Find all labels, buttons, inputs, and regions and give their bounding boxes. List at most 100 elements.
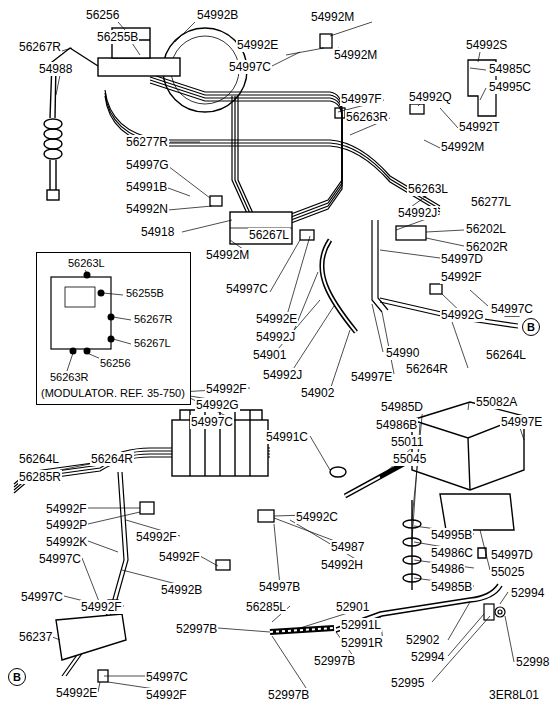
- callout-number: 54992E: [255, 312, 298, 326]
- callout-number: 54995B: [430, 528, 473, 542]
- port-label: 56263R: [49, 371, 90, 384]
- callout-number: 3ER8L01: [488, 688, 540, 702]
- callout-number: 54992G: [195, 398, 240, 412]
- callout-number: 54991C: [265, 430, 309, 444]
- callout-number: 54986B: [375, 418, 418, 432]
- callout-number: 54988: [38, 62, 73, 76]
- callout-number: 56255B: [96, 30, 139, 44]
- callout-number: 54990: [385, 346, 420, 360]
- callout-number: 54992B: [160, 583, 203, 597]
- port-label: 56267R: [133, 313, 174, 326]
- callout-number: 54985B: [430, 580, 473, 594]
- callout-number: 54992P: [45, 518, 88, 532]
- callout-number: 54997E: [350, 370, 393, 384]
- callout-number: 56237: [18, 630, 53, 644]
- leader-lines: [50, 22, 524, 694]
- callout-number: 54902: [300, 386, 335, 400]
- callout-number: 54997F: [340, 92, 383, 106]
- callout-number: 54992M: [333, 48, 378, 62]
- callout-number: 54997C: [490, 302, 534, 316]
- callout-number: 52901: [335, 600, 370, 614]
- callout-number: 54991B: [125, 180, 168, 194]
- brake-tube-bundle: [14, 74, 518, 676]
- callout-number: 54997E: [500, 415, 543, 429]
- callout-number: 52991R: [340, 636, 384, 650]
- center-hose: [322, 220, 388, 332]
- callout-number: 54901: [252, 348, 287, 362]
- callout-number: 54992E: [236, 38, 279, 52]
- callout-number: 56263R: [345, 110, 389, 124]
- callout-number: 56267R: [18, 40, 62, 54]
- callout-number: 54985C: [488, 62, 532, 76]
- callout-number: 56264R: [405, 362, 449, 376]
- port-label: 56255B: [125, 287, 165, 300]
- callout-number: 54992Q: [408, 90, 453, 104]
- callout-number: 54995C: [488, 80, 532, 94]
- callout-number: 54992B: [196, 8, 239, 22]
- connection-marker: B: [522, 318, 540, 336]
- port-label: 56263L: [67, 257, 106, 270]
- callout-number: 54992E: [55, 686, 98, 700]
- callout-number: 54992F: [440, 270, 483, 284]
- callout-number: 55011: [390, 435, 424, 449]
- callout-number: 54992F: [158, 550, 201, 564]
- callout-number: 52902: [405, 633, 440, 647]
- callout-number: 54987: [330, 540, 365, 554]
- callout-number: 54997G: [125, 158, 170, 172]
- callout-number: 54997D: [490, 548, 534, 562]
- callout-number: 56264L: [485, 348, 527, 362]
- callout-number: 54992C: [295, 510, 339, 524]
- callout-number: 54985D: [380, 400, 424, 414]
- callout-number: 54997B: [258, 580, 301, 594]
- callout-number: 56256: [85, 8, 120, 22]
- callout-number: 52994: [410, 650, 445, 664]
- callout-number: 54992G: [440, 308, 485, 322]
- callout-number: 54997D: [440, 252, 484, 266]
- callout-number: 55025: [490, 565, 525, 579]
- callout-number: 54986: [430, 562, 465, 576]
- modulator: [230, 212, 292, 244]
- callout-number: 54992J: [397, 206, 438, 220]
- callout-number: 54992M: [310, 10, 355, 24]
- callout-number: 56202L: [465, 222, 507, 236]
- callout-number: 52998: [515, 655, 550, 669]
- callout-number: 56264L: [18, 452, 60, 466]
- port-label: 56267L: [133, 337, 172, 350]
- callout-number: 54992K: [45, 535, 88, 549]
- callout-number: 52997B: [313, 654, 356, 668]
- callout-number: 56264R: [90, 452, 134, 466]
- callout-number: 55045: [392, 452, 427, 466]
- port-label: 56256: [99, 357, 132, 370]
- callout-number: 54997C: [20, 590, 64, 604]
- callout-number: 54992M: [205, 248, 250, 262]
- callout-number: 54997C: [38, 552, 82, 566]
- callout-number: 56263L: [407, 182, 449, 196]
- callout-number: 56277L: [470, 195, 512, 209]
- callout-number: 52991L: [340, 618, 382, 632]
- callout-number: 54997C: [228, 60, 272, 74]
- callout-number: 54997C: [225, 282, 269, 296]
- callout-number: 52995: [390, 676, 425, 690]
- callout-number: 56277R: [125, 135, 169, 149]
- connection-marker: B: [8, 668, 26, 686]
- callout-number: 54997C: [145, 670, 189, 684]
- callout-number: 52997B: [267, 688, 310, 702]
- callout-number: 52997B: [175, 622, 218, 636]
- callout-number: 54992H: [320, 558, 364, 572]
- callout-number: 54992N: [125, 202, 169, 216]
- callout-number: 54986C: [430, 546, 474, 560]
- callout-number: 54992S: [465, 38, 508, 52]
- modulator-inset-box: 56263L 56255B 56267R 56267L56256 56263R (MODU…: [36, 252, 191, 405]
- callout-number: 54992F: [80, 600, 123, 614]
- marker-letter: B: [13, 671, 21, 683]
- callout-number: 54992J: [262, 368, 303, 382]
- marker-letter: B: [527, 321, 535, 333]
- callout-number: 54918: [140, 225, 175, 239]
- callout-number: 54992F: [45, 502, 88, 516]
- callout-number: 54992T: [458, 120, 501, 134]
- callout-number: 54997C: [190, 415, 234, 429]
- callout-number: 54992F: [135, 530, 178, 544]
- callout-number: 54992F: [205, 382, 248, 396]
- port-label: (MODULATOR. REF. 35-750): [40, 387, 186, 400]
- callout-number: 54992M: [440, 140, 485, 154]
